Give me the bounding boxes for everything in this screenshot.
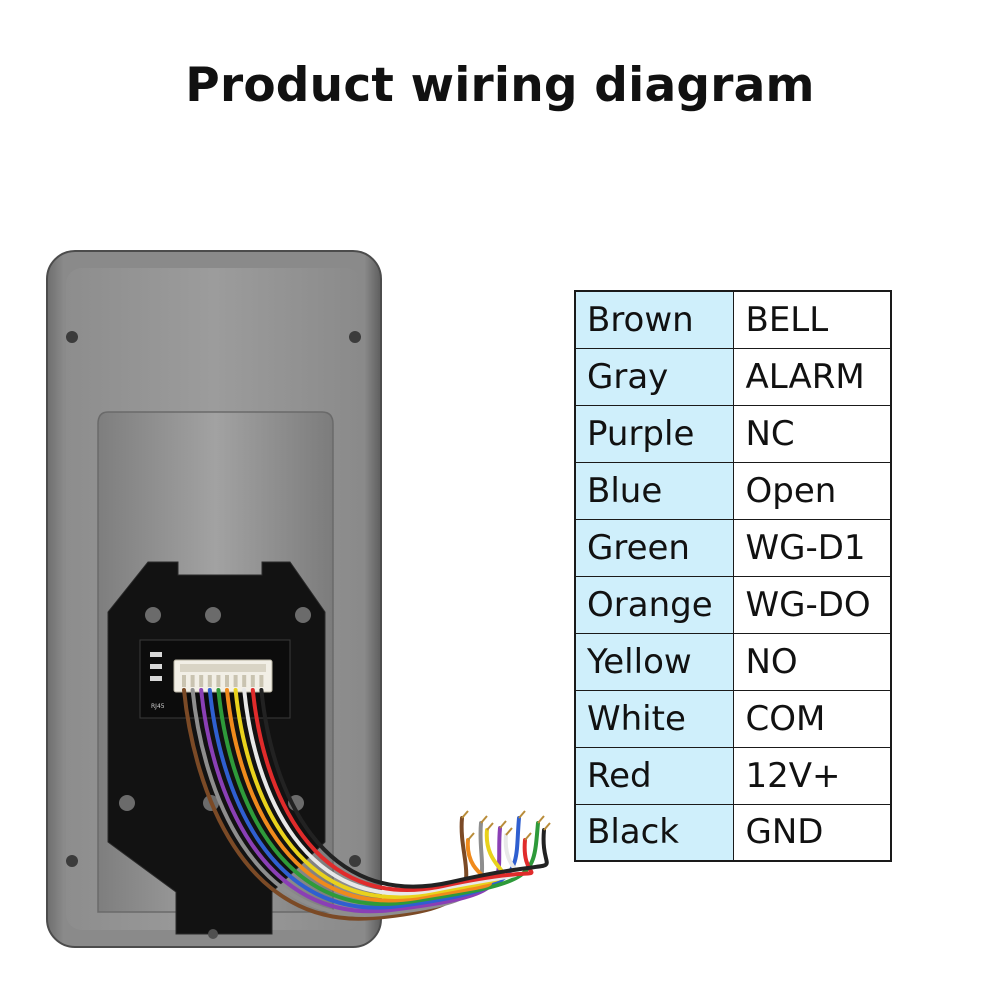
wire-tip	[543, 822, 551, 831]
wire-color-label: Red	[574, 746, 734, 805]
connector-pin	[233, 675, 238, 687]
mount-hole-icon	[119, 795, 135, 811]
connector-pin	[182, 675, 186, 687]
wire-color-label: Orange	[574, 575, 734, 634]
screw-icon	[66, 855, 78, 867]
wire	[233, 688, 506, 899]
device-rear-view: RJ45	[46, 250, 551, 948]
wire-function-label: WG-D1	[732, 518, 892, 577]
wire-color-label: White	[574, 689, 734, 748]
wire	[250, 688, 534, 893]
screw-icon	[349, 331, 361, 343]
wire-function-label: ALARM	[732, 347, 892, 406]
wire-tip	[480, 815, 488, 824]
connector-pin	[199, 675, 204, 687]
wire-tip	[461, 810, 469, 819]
connector-pin	[216, 675, 221, 687]
wire	[182, 688, 469, 921]
wire-color-label: Blue	[574, 461, 734, 520]
connector-pin	[207, 675, 212, 687]
wire-bundle	[182, 688, 551, 921]
wire-tip	[467, 832, 475, 841]
mount-hole-icon	[205, 607, 221, 623]
wire-function-label: NC	[732, 404, 892, 463]
wire-tip	[537, 815, 545, 824]
wire-function-label: NO	[732, 632, 892, 691]
wire-function-label: Open	[732, 461, 892, 520]
wire-color-label: Yellow	[574, 632, 734, 691]
screw-icon	[349, 855, 361, 867]
wire-function-label: BELL	[732, 290, 892, 349]
wire	[190, 688, 485, 917]
wire-color-label: Black	[574, 803, 734, 862]
mount-hole-icon	[145, 607, 161, 623]
board-label: RJ45	[151, 703, 165, 710]
wire-tip	[505, 827, 513, 836]
wire-color-label: Gray	[574, 347, 734, 406]
wire-color-label: Brown	[574, 290, 734, 349]
wire-function-label: 12V+	[732, 746, 892, 805]
wire-function-label: WG-DO	[732, 575, 892, 634]
wire-color-label: Green	[574, 518, 734, 577]
connector-pin	[225, 675, 229, 687]
page-title: Product wiring diagram	[185, 58, 815, 113]
wire-tip	[499, 820, 507, 829]
wire-function-label: COM	[732, 689, 892, 748]
wire-function-label: GND	[732, 803, 892, 862]
screw-icon	[66, 331, 78, 343]
wire-tip	[524, 832, 532, 841]
wire	[259, 688, 549, 889]
wire-tip	[486, 822, 494, 831]
connector-pin	[242, 675, 247, 687]
mount-hole-icon	[295, 607, 311, 623]
connector-pin	[259, 675, 264, 687]
wire-color-label: Purple	[574, 404, 734, 463]
connector-pin	[250, 675, 255, 687]
wire-tip	[518, 810, 526, 819]
connector-pin	[190, 675, 195, 687]
